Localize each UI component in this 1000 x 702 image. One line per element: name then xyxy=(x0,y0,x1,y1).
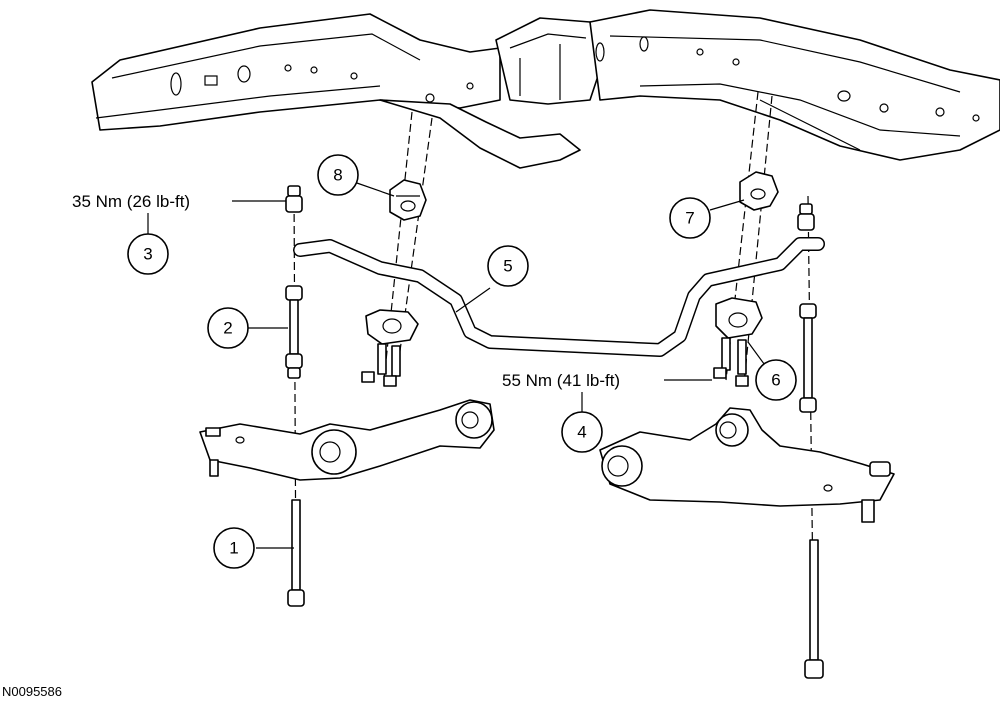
svg-text:7: 7 xyxy=(685,209,694,228)
torque-label-bracket-bolt: 55 Nm (41 lb-ft) xyxy=(502,371,620,390)
callout-2: 2 xyxy=(207,307,249,349)
stabilizer-bar xyxy=(293,237,825,357)
callout-6: 6 xyxy=(755,359,797,401)
callout-5: 5 xyxy=(487,245,529,287)
svg-text:4: 4 xyxy=(577,423,586,442)
callout-3: 3 xyxy=(127,233,169,275)
bushing-clamp-right xyxy=(713,297,763,387)
reference-code: N0095586 xyxy=(2,684,62,699)
svg-text:3: 3 xyxy=(143,245,152,264)
bushing-clamp-left xyxy=(361,309,419,387)
stabilizer-link-left xyxy=(285,185,303,379)
bolt-left xyxy=(287,499,305,607)
svg-text:2: 2 xyxy=(223,319,232,338)
svg-text:6: 6 xyxy=(771,371,780,390)
lower-control-arm-left xyxy=(199,399,495,481)
callout-8: 8 xyxy=(317,154,359,196)
frame-rail xyxy=(91,9,1000,169)
stabilizer-link-right xyxy=(797,203,817,413)
callout-4: 4 xyxy=(561,411,603,453)
bolt-right xyxy=(804,539,824,679)
callout-7: 7 xyxy=(669,197,711,239)
lower-control-arm-right xyxy=(599,407,895,523)
torque-label-link-nut: 35 Nm (26 lb-ft) xyxy=(72,192,190,211)
svg-text:5: 5 xyxy=(503,257,512,276)
svg-text:8: 8 xyxy=(333,166,342,185)
callout-1: 1 xyxy=(213,527,255,569)
bracket-upper-right xyxy=(739,171,779,211)
svg-text:1: 1 xyxy=(229,539,238,558)
bracket-upper-left xyxy=(389,179,427,221)
leader-lines xyxy=(147,181,771,549)
